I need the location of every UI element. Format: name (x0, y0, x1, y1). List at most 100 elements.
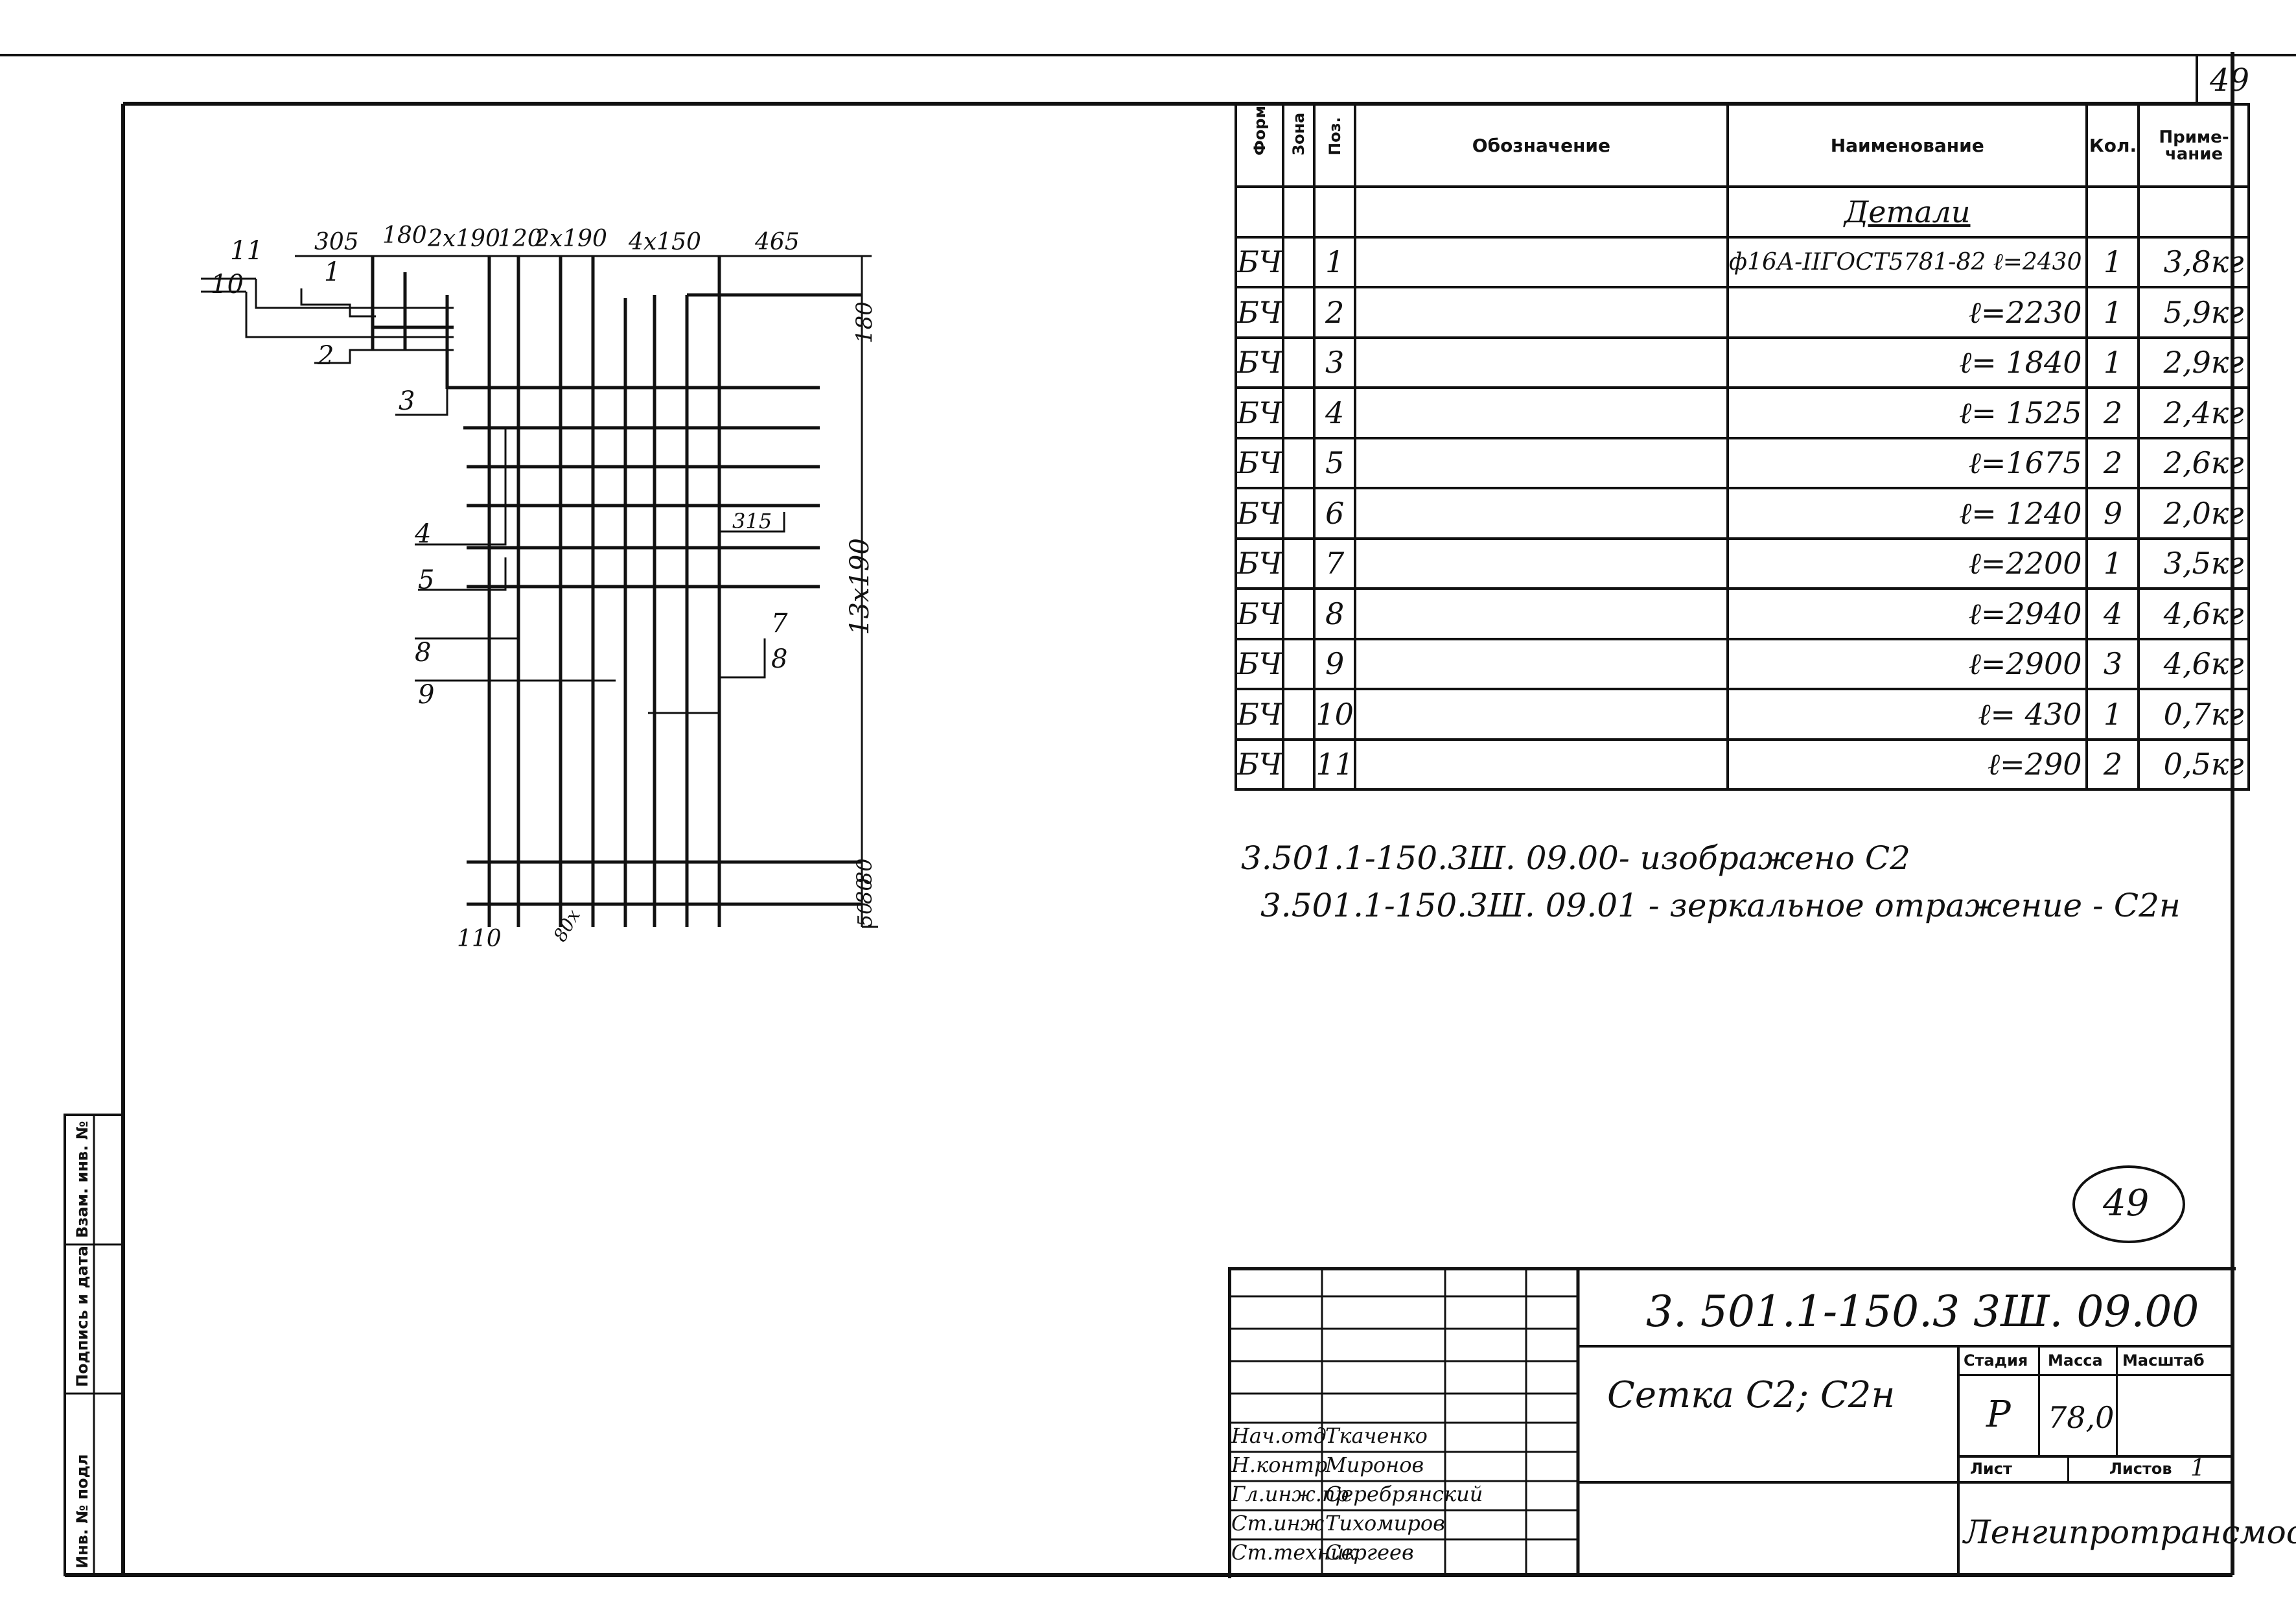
callout-8a: 8 (415, 638, 431, 668)
header-qty: Кол. (2085, 103, 2140, 188)
cell-name: ℓ=2200 (1726, 537, 2089, 590)
callout-5: 5 (418, 565, 434, 595)
cell-format: БЧ (1234, 587, 1285, 640)
organization: Ленгипротрансмост (1964, 1513, 2296, 1551)
cell-format: БЧ (1234, 738, 1285, 791)
stamp-inv-label: Инв. № подл (73, 1454, 91, 1569)
cell-zone (1282, 336, 1316, 389)
cell-format: БЧ (1234, 487, 1285, 540)
note-line-1: 3.501.1-150.3Ш. 09.00- изображено С2 (1241, 839, 1910, 877)
cell-zone (1282, 688, 1316, 741)
cell-designation (1353, 235, 1729, 288)
callout-2: 2 (317, 341, 334, 371)
cell-name: ℓ=290 (1726, 738, 2089, 791)
cell-position: 3 (1313, 336, 1356, 389)
mesh-vertical-bars (371, 256, 721, 927)
role-label: Нач.отд (1231, 1423, 1327, 1448)
cell-note: 0,7кг (2137, 688, 2251, 741)
dim-2x190-a: 2x190 (427, 226, 500, 252)
cell-zone (1282, 436, 1316, 489)
dim-right-13x190: 13x190 (845, 538, 875, 635)
mass-label: Масса (2048, 1351, 2103, 1370)
callout-11: 11 (230, 236, 263, 266)
dim-right-180: 180 (852, 301, 877, 344)
cell-zone (1282, 637, 1316, 690)
cell-format: БЧ (1234, 436, 1285, 489)
dim-315: 315 (732, 509, 772, 533)
cell-designation (1353, 386, 1729, 439)
cell-qty: 4 (2085, 587, 2140, 640)
callout-3: 3 (399, 386, 415, 416)
drawing-title: Сетка С2; С2н (1607, 1374, 1896, 1416)
header-format: Формат (1234, 103, 1285, 188)
dim-4x150: 4x150 (628, 229, 701, 255)
cell-name: ℓ=2940 (1726, 587, 2089, 640)
cell-designation (1353, 336, 1729, 389)
cell-format: БЧ (1234, 688, 1285, 741)
cell-position: 6 (1313, 487, 1356, 540)
stamp-replace-label: Взам. инв. № (73, 1121, 91, 1238)
dim-305: 305 (314, 229, 359, 255)
person-name: Сергеев (1325, 1540, 1414, 1565)
cell-note: 2,4кг (2137, 386, 2251, 439)
circled-number-ring (2072, 1165, 2185, 1243)
circled-number: 49 (2102, 1182, 2149, 1224)
cell-designation (1353, 487, 1729, 540)
cell-format: БЧ (1234, 336, 1285, 389)
header-note: Приме-чание (2137, 103, 2251, 188)
dim-465: 465 (754, 229, 800, 255)
role-label: Ст.инж (1231, 1511, 1325, 1535)
cell-zone (1282, 587, 1316, 640)
cell-zone (1282, 738, 1316, 791)
stamp-sign-label: Подпись и дата (73, 1246, 91, 1387)
dim-180: 180 (382, 222, 427, 249)
header-pos: Поз. (1313, 103, 1356, 188)
mass-value: 78,0 (2048, 1400, 2115, 1435)
cell-zone (1282, 386, 1316, 439)
cell-note: 2,6кг (2137, 436, 2251, 489)
callout-leaders (201, 277, 785, 714)
cell-zone (1282, 235, 1316, 288)
cell-designation (1353, 286, 1729, 339)
cell-zone (1282, 487, 1316, 540)
cell-position: 10 (1313, 688, 1356, 741)
callout-9: 9 (418, 680, 434, 710)
cell-qty: 1 (2085, 235, 2140, 288)
cell-qty: 1 (2085, 688, 2140, 741)
callout-1: 1 (324, 257, 340, 287)
cell-qty: 1 (2085, 537, 2140, 590)
cell-name: ℓ=1675 (1726, 436, 2089, 489)
mesh-horizontal-bars (373, 293, 862, 906)
cell-designation (1353, 436, 1729, 489)
cell-qty: 9 (2085, 487, 2140, 540)
cell-designation (1353, 738, 1729, 791)
dim-80x: 80x (549, 905, 584, 945)
cell-note: 0,5кг (2137, 738, 2251, 791)
callout-4: 4 (414, 519, 431, 549)
cell-format: БЧ (1234, 386, 1285, 439)
cell-qty: 1 (2085, 336, 2140, 389)
cell-name: ℓ= 430 (1726, 688, 2089, 741)
cell-note: 4,6кг (2137, 637, 2251, 690)
cell-format: БЧ (1234, 286, 1285, 339)
dim-right-80b: 80 (852, 878, 877, 904)
sheet-label: Лист (1970, 1460, 2012, 1478)
cell-position: 1 (1313, 235, 1356, 288)
cell-name: ℓ= 1525 (1726, 386, 2089, 439)
document-code: 3. 501.1-150.3 3Ш. 09.00 (1646, 1287, 2199, 1337)
specification-table: Формат Зона Поз. Обозначение Наименовани… (1234, 103, 2251, 791)
person-name: Миронов (1325, 1453, 1424, 1477)
role-label: Гл.инж.пр (1231, 1482, 1349, 1506)
cell-position: 5 (1313, 436, 1356, 489)
cell-name: ф16А-ІІГОСТ5781-82 ℓ=2430 (1726, 235, 2089, 288)
cell-note: 4,6кг (2137, 587, 2251, 640)
